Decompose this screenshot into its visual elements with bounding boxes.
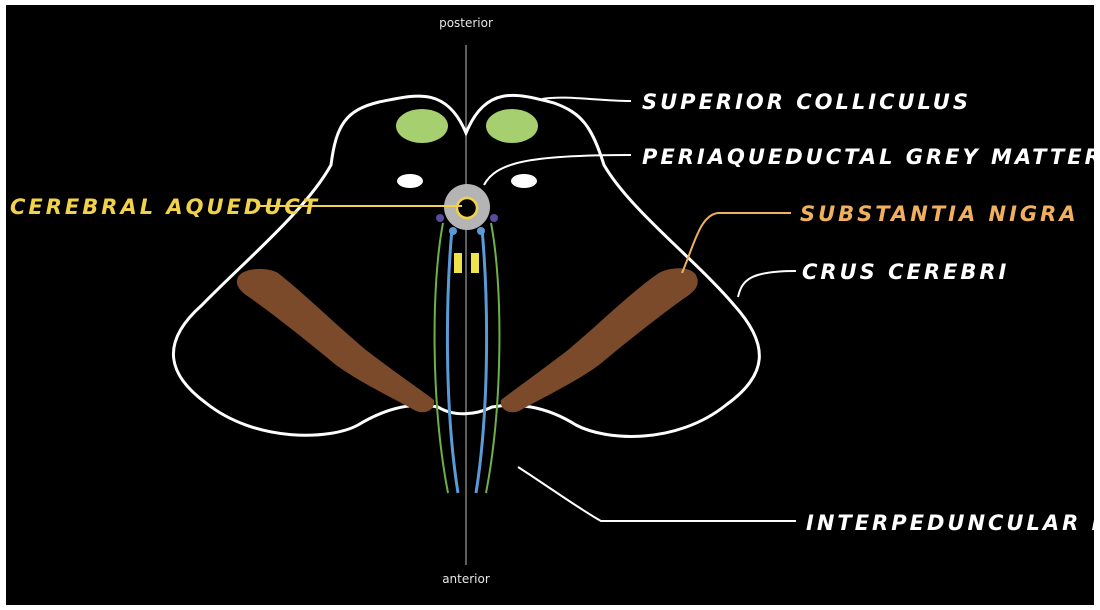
superior-colliculus-left <box>396 109 448 143</box>
purple-nucleus-left <box>436 214 444 222</box>
posterior-label: posterior <box>439 16 493 30</box>
anterior-label: anterior <box>442 572 490 586</box>
substantia-nigra-right <box>500 268 698 413</box>
midbrain-cross-section-svg: posterior anterior <box>10 16 1094 586</box>
purple-nucleus-right <box>490 214 498 222</box>
white-nucleus-right <box>511 174 537 188</box>
blue-tract-left <box>445 228 460 494</box>
leader-periaqueductal-grey <box>483 154 632 186</box>
substantia-nigra-left <box>236 268 435 413</box>
leader-substantia-nigra <box>681 212 791 274</box>
blue-nucleus-right <box>477 227 485 235</box>
label-crus-cerebri: CRUS CEREBRI <box>802 260 1009 284</box>
leader-crus-cerebri <box>737 270 797 298</box>
blue-nucleus-left <box>449 227 457 235</box>
leader-superior-colliculus <box>541 96 632 102</box>
green-tract-right <box>485 222 501 494</box>
label-superior-colliculus: SUPERIOR COLLICULUS <box>642 90 971 114</box>
leader-interpeduncular-fossa <box>517 466 796 522</box>
yellow-nucleus-left <box>454 253 462 273</box>
green-tract-left <box>433 222 449 494</box>
midbrain-outline <box>172 93 761 438</box>
superior-colliculus-right <box>486 109 538 143</box>
label-interpeduncular-fossa: INTERPEDUNCULAR FOSSA <box>806 511 1094 535</box>
label-cerebral-aqueduct: CEREBRAL AQUEDUCT <box>10 195 320 219</box>
blue-tract-right <box>474 228 489 494</box>
label-periaqueductal-grey: PERIAQUEDUCTAL GREY MATTER <box>642 145 1094 169</box>
cerebral-aqueduct <box>455 196 479 220</box>
white-nucleus-left <box>397 174 423 188</box>
yellow-nucleus-right <box>471 253 479 273</box>
diagram-panel: posterior anterior <box>6 5 1094 605</box>
label-substantia-nigra: SUBSTANTIA NIGRA <box>800 202 1079 226</box>
